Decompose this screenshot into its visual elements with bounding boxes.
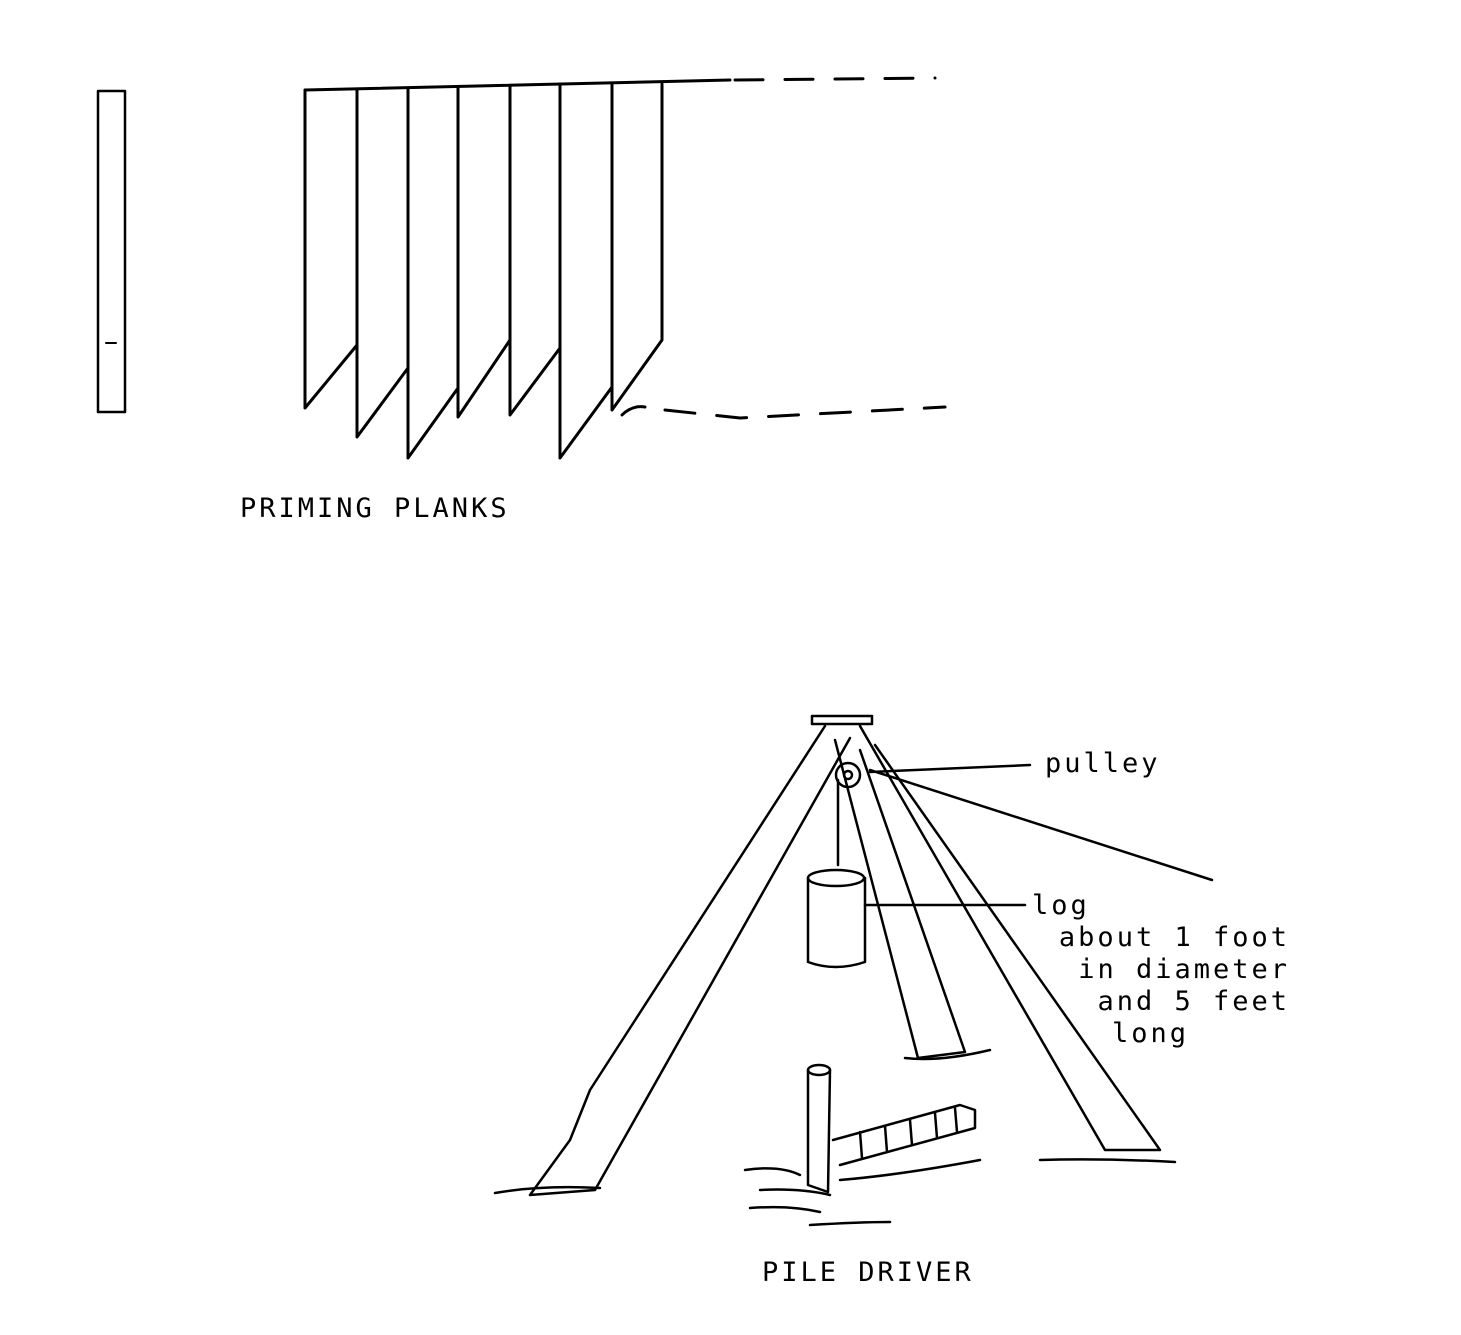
log-label-line: and 5 feet	[1097, 986, 1290, 1017]
priming-planks	[303, 76, 947, 460]
log-label: log about 1 foot in diameter and 5 feet …	[1020, 890, 1290, 1050]
log-label-line: in diameter	[1078, 954, 1290, 985]
pile-driver-drawing	[493, 714, 1214, 1227]
log-label-line: log	[1032, 890, 1090, 921]
log-label-line: about 1 foot	[1058, 922, 1290, 953]
pulley-label: pulley	[1045, 748, 1161, 779]
single-plank	[96, 89, 127, 414]
pile-driver-caption: PILE DRIVER	[762, 1257, 974, 1288]
priming-planks-caption: PRIMING PLANKS	[240, 493, 510, 524]
log-label-line: long	[1112, 1018, 1190, 1049]
